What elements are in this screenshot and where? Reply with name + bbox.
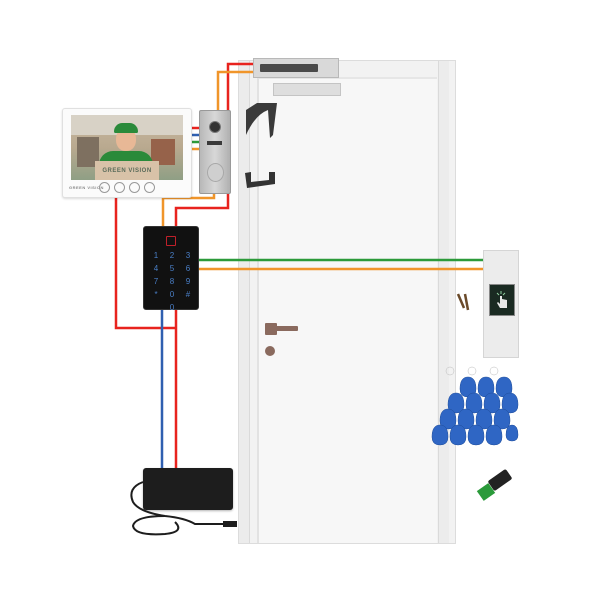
key-hash[interactable]: # xyxy=(185,290,191,299)
dc-connector-icon xyxy=(476,469,512,501)
key-8[interactable]: 8 xyxy=(169,277,175,286)
touch-hand-icon xyxy=(496,291,507,308)
key-6[interactable]: 6 xyxy=(185,264,191,273)
key-7[interactable]: 7 xyxy=(153,277,159,286)
outdoor-door-station xyxy=(199,110,231,194)
keyhole xyxy=(265,346,275,356)
monitor-button-person[interactable] xyxy=(99,182,110,193)
key-5[interactable]: 5 xyxy=(169,264,175,273)
key-3[interactable]: 3 xyxy=(185,251,191,260)
monitor-button-door[interactable] xyxy=(114,182,125,193)
delivery-box: GREEN VISION xyxy=(95,161,159,180)
monitor-button-key[interactable] xyxy=(129,182,140,193)
rfid-keyfobs xyxy=(431,366,519,446)
access-keypad: 1 2 3 4 5 6 7 8 9 * 0 # 0 xyxy=(143,226,199,312)
courier-cap xyxy=(114,123,138,133)
power-supply-unit xyxy=(143,468,233,510)
rain-cover-icon xyxy=(246,103,277,138)
door-frame-edge xyxy=(438,61,449,543)
magnetic-lock xyxy=(253,58,339,78)
speaker-grille xyxy=(207,141,222,145)
rfid-indicator xyxy=(166,236,176,246)
door xyxy=(238,60,456,544)
call-button[interactable] xyxy=(207,163,224,182)
box-brand-label: GREEN VISION xyxy=(102,168,152,174)
video-intercom-monitor: GREEN VISION GREEN VISION xyxy=(62,108,192,198)
camera-lens xyxy=(209,121,221,133)
courier-head xyxy=(116,127,136,151)
monitor-screen: GREEN VISION xyxy=(71,115,183,180)
key-9[interactable]: 9 xyxy=(185,277,191,286)
key-bell[interactable]: 0 xyxy=(169,303,175,312)
key-star[interactable]: * xyxy=(154,290,158,299)
power-cable-icon xyxy=(130,481,237,536)
exit-button-housing xyxy=(483,250,519,358)
door-panel xyxy=(257,77,437,543)
door-frame-left xyxy=(239,61,250,543)
monitor-button-handset[interactable] xyxy=(144,182,155,193)
key-4[interactable]: 4 xyxy=(153,264,159,273)
lock-armature-plate xyxy=(273,83,341,96)
monitor-brand-label: GREEN VISION xyxy=(69,185,104,190)
door-handle-lever xyxy=(272,326,298,331)
mounting-bracket-icon xyxy=(245,172,275,188)
key-0[interactable]: 0 xyxy=(169,290,175,299)
key-1[interactable]: 1 xyxy=(153,251,159,260)
exit-button[interactable] xyxy=(489,284,515,316)
screws-icon xyxy=(456,293,470,311)
key-2[interactable]: 2 xyxy=(169,251,175,260)
